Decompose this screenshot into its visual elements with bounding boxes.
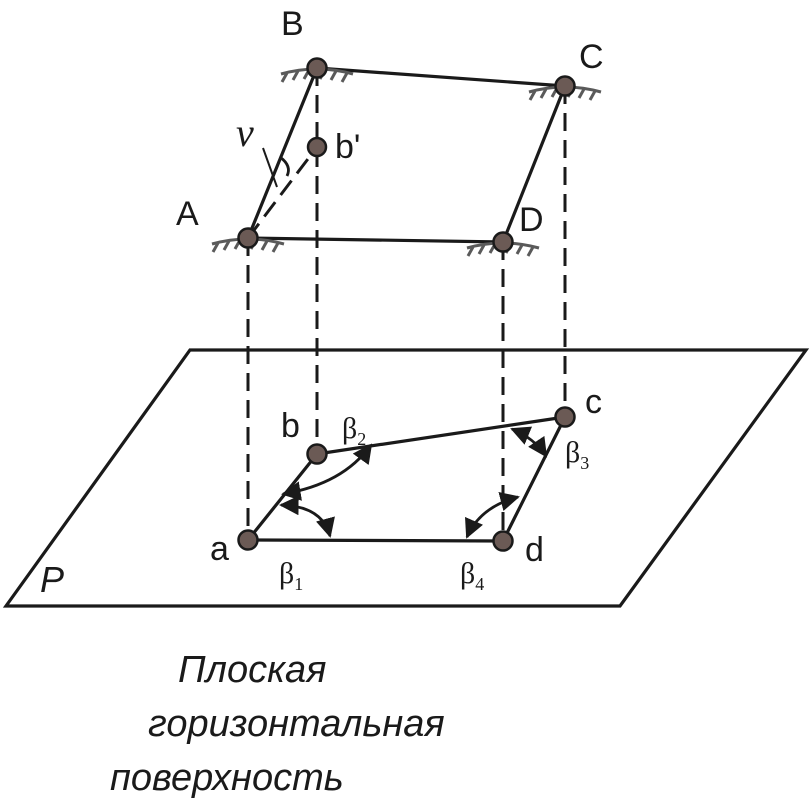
point-b-prime — [306, 136, 328, 158]
label-beta4: β4 — [460, 557, 484, 594]
label-beta3: β3 — [565, 436, 589, 473]
link-CD — [501, 85, 567, 243]
angle-beta2-arc — [281, 443, 373, 501]
caption-line-3: поверхность — [110, 757, 344, 799]
label-plane-P: P — [40, 559, 64, 600]
label-D: D — [519, 201, 544, 239]
angle-nu-leader — [262, 147, 278, 188]
angle-nu-arc — [279, 155, 290, 177]
caption-line-2: горизонтальная — [148, 703, 445, 745]
joint-b — [306, 443, 328, 465]
angle-beta4-arc — [465, 492, 520, 539]
joint-a — [237, 529, 259, 551]
label-nu: ν — [236, 110, 254, 155]
label-b-prime: b' — [335, 128, 360, 166]
label-d: d — [525, 531, 544, 569]
caption-line-1: Плоская — [178, 649, 326, 691]
proj-link-cd — [501, 416, 567, 542]
label-a: a — [210, 530, 229, 568]
link-AB — [246, 67, 319, 239]
label-c: c — [585, 383, 602, 421]
label-beta2: β2 — [342, 412, 366, 449]
proj-link-da — [247, 538, 504, 543]
horizontal-plane — [2, 348, 810, 608]
line-A-bprime — [246, 146, 319, 239]
joint-d — [492, 530, 514, 552]
joint-C — [554, 75, 576, 97]
label-b: b — [281, 407, 300, 445]
label-beta1: β1 — [279, 557, 303, 594]
proj-link-ab — [246, 452, 319, 542]
link-DA — [247, 236, 504, 244]
joint-B — [306, 57, 328, 79]
joint-A — [237, 227, 259, 249]
angle-beta1-arc — [279, 495, 335, 538]
joint-D — [492, 231, 514, 253]
label-A: A — [176, 195, 199, 233]
joint-c — [554, 406, 576, 428]
label-B: B — [281, 5, 304, 43]
label-C: C — [579, 38, 604, 76]
link-BC — [316, 66, 566, 88]
angle-beta3-arc — [510, 426, 548, 458]
